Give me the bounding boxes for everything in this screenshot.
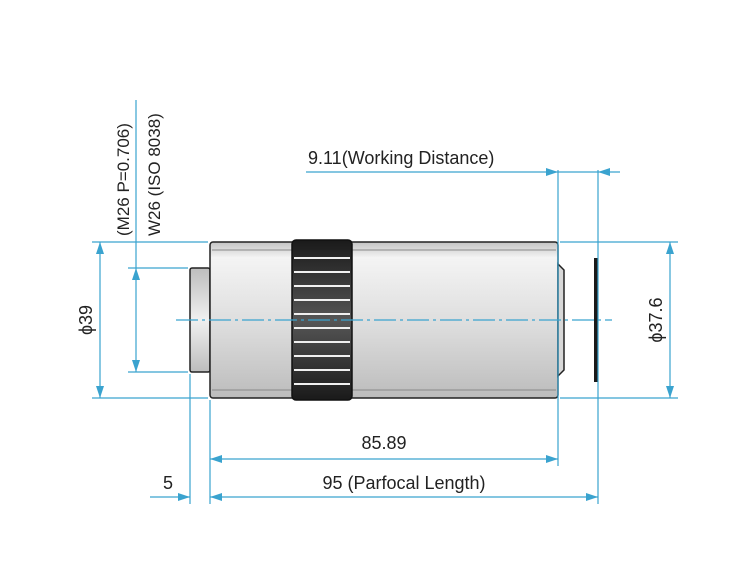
- thread-length-label: 5: [163, 473, 173, 493]
- working-distance-label: 9.11(Working Distance): [308, 148, 494, 168]
- diameter-right-label: ϕ37.6: [646, 297, 666, 342]
- thread-metric-label: (M26 P=0.706): [114, 123, 133, 236]
- dimension-arrows: [96, 168, 674, 501]
- parfocal-length-label: 95 (Parfocal Length): [322, 473, 485, 493]
- focal-plane: [594, 258, 598, 382]
- diameter-left-label: ϕ39: [76, 305, 96, 335]
- dimension-lines: [92, 100, 678, 504]
- thread-iso-label: W26 (ISO 8038): [145, 113, 164, 236]
- lens-body: [176, 239, 612, 401]
- body-length-label: 85.89: [361, 433, 406, 453]
